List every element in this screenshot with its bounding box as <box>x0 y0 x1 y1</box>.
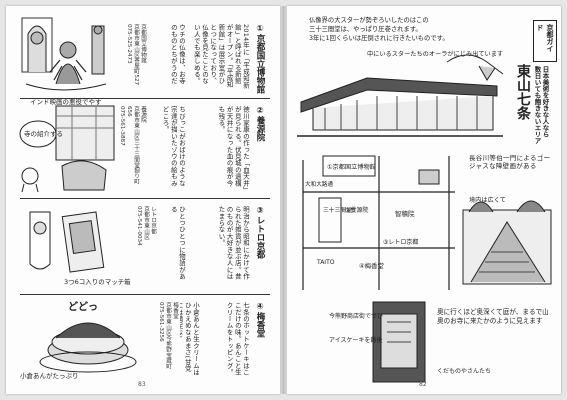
map-label-retro: ③レトロ京都 <box>383 238 418 246</box>
temple-interior-illustration: 寺の紹介する <box>19 105 115 193</box>
map-label-chishakuin: 智積院 <box>395 209 415 218</box>
area-subtitle: 日本美術を好きな人なら数日いても飽きないエリア <box>533 66 549 144</box>
book-gutter <box>281 6 286 394</box>
map-label-road: 大和大路通 <box>305 180 333 188</box>
cafe-cake-note: アイスケーキを飯後 <box>329 336 383 344</box>
sanjusangendo-illustration: 中にいるスターたちのオーラがにじみ出ています <box>297 50 504 137</box>
garden-illustration: 境内は広くて <box>462 196 552 285</box>
section-body-museum: 2014年に「平成知新館」と呼ばれる新館がオープン。「平成知新館」は展示室がひと… <box>192 24 250 89</box>
buddha-statue-illustration: インド映画の悪役でやす <box>21 17 107 106</box>
statue-caption: インド映画の悪役でやす <box>30 97 102 106</box>
section-body-baikodo: 七条のホットケーキはここだけの味。あんこと生クリームをトッピング。 <box>225 302 250 376</box>
map-label-museum: ①京都国立博物館 <box>327 163 376 171</box>
page-number-left: 83 <box>138 381 146 388</box>
intro-text: 仏像界の大スターが勢ぞろいしたのはこの 三十三間堂は、やっぱり圧巻されます。 3… <box>309 17 449 42</box>
map-label-taito: TAITO <box>316 259 335 266</box>
pancake-illustration: どどっ 小倉あんがたっぷり <box>20 300 137 380</box>
sound-effect-text: どどっ <box>68 300 98 313</box>
section-body-yogenin: 徳川家康の作った「血天井」が見られる。伏見城の遺構が天井になった血の痕が今も残る… <box>217 106 250 190</box>
area-title: 東山七条 <box>515 64 531 120</box>
divider <box>20 98 270 99</box>
cafe-note: 今熊野商店街でぜひ <box>329 312 383 320</box>
area-map: ①京都国立博物館 三十三間堂 ②養源院 智積院 大和大路通 ③レトロ京都 ④梅香… <box>302 155 455 290</box>
map-label-yogenin: ②養源院 <box>345 206 368 214</box>
section-heading-retro: ③レトロ京都 <box>255 206 265 259</box>
section-side-note-retro: ひとつひとつに物語がある <box>169 206 186 280</box>
map-label-sanjusangendo: 三十三間堂 <box>323 206 352 214</box>
retro-goods-illustration: 3つ6コ入りのマッチ箱 <box>29 211 130 286</box>
map-label-baikodo: ④梅香堂 <box>359 261 384 270</box>
section-heading-baikodo: ④梅香堂 <box>255 302 265 338</box>
divider <box>20 198 270 199</box>
bubble-text: 寺の紹介する <box>24 129 63 138</box>
section-heading-museum: ①京都国立博物館 <box>255 24 265 94</box>
guide-logo: 京都ガイド <box>533 20 557 62</box>
pond-note: 奥に行くほど奥深くて庭が、まるで山奥のお寺に来たかのように見えます <box>437 308 549 325</box>
page-number-right: 82 <box>419 381 427 388</box>
divider <box>20 294 270 295</box>
illustration-note: 中にいるスターたちのオーラがにじみ出ています <box>367 50 503 58</box>
pancake-caption: 小倉あんがたっぷり <box>20 371 79 380</box>
garden-note: 境内は広くて <box>469 196 506 204</box>
small-note: くだものやさんたち <box>437 368 492 375</box>
left-page: インド映画の悪役でやす ①京都国立博物館 2014年に「平成知新館」と呼ばれる新… <box>6 6 280 394</box>
top-right-note: 長谷川等伯一門によるゴージャスな障壁画がある <box>469 154 551 170</box>
section-body-retro: 明治から昭和にかけて作られた雑貨が並ぶ店。昔のものが大好きな人にはたまらない。 <box>217 206 250 280</box>
cafe-illustration: 今熊野商店街でぜひ アイスケーキを飯後 <box>329 301 426 383</box>
right-page: 仏像界の大スターが勢ぞろいしたのはこの 三十三間堂は、やっぱり圧巻されます。 3… <box>287 6 561 394</box>
section-side-note-museum: ウチの仏像は、お寺のものとちがうのだ <box>169 24 186 85</box>
section-heading-yogenin: ②養源院 <box>255 106 265 142</box>
section-side-note-yogenin: ちびっこがおばけのような宗達が描いたゾウの絵もみどころ。 <box>161 106 186 187</box>
section-extra-note-baikodo: 小倉あんと生クリームはひかえめなあまさ(甘党には満足な) <box>180 302 200 376</box>
matchbox-caption: 3つ6コ入りのマッチ箱 <box>64 277 130 286</box>
